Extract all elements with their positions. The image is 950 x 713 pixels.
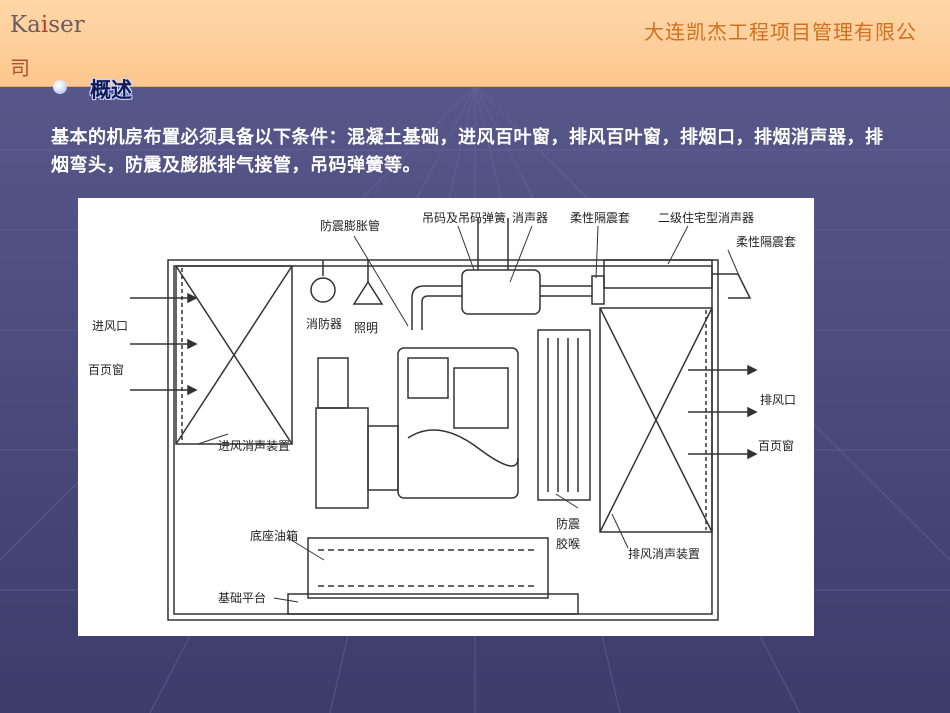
label-vibration: 防震 [556,516,580,531]
label-throat: 胶喉 [556,536,580,551]
label-foundation: 基础平台 [218,590,266,605]
label-muffler: 消声器 [512,211,548,225]
bullet-icon [53,80,67,94]
label-base-tank: 底座油箱 [250,528,298,543]
label-intake-silencer: 进风消声装置 [218,439,290,453]
section-paragraph: 基本的机房布置必须具备以下条件：混凝土基础，进风百叶窗，排风百叶窗，排烟口，排烟… [51,127,884,176]
label-louver-right: 百页窗 [758,439,794,453]
label-flex-1: 柔性隔震套 [570,211,630,225]
label-light: 照明 [354,321,378,335]
header-bar: Kaiser 司 大连凯杰工程项目管理有限公 [0,0,950,87]
label-secondary-muffler: 二级住宅型消声器 [658,210,754,225]
label-flex-2: 柔性隔震套 [736,235,796,249]
label-expansion: 防震膨胀管 [320,218,380,233]
company-name: 大连凯杰工程项目管理有限公 [644,20,917,44]
brand-wrap-text: 司 [10,56,30,80]
label-exhaust: 排风口 [760,393,796,407]
generator-room-diagram: 防震膨胀管 吊码及吊码弹簧 消声器 柔性隔震套 二级住宅型消声器 柔性隔震套 进… [78,198,814,636]
label-exhaust-silencer: 排风消声装置 [628,547,700,561]
brand-logo: Kaiser [10,12,85,38]
label-louver-left: 百页窗 [88,363,124,377]
label-intake: 进风口 [92,319,128,333]
label-hanger: 吊码及吊码弹簧 [422,210,506,225]
diagram-svg: 防震膨胀管 吊码及吊码弹簧 消声器 柔性隔震套 二级住宅型消声器 柔性隔震套 进… [88,210,796,621]
label-fire: 消防器 [306,316,342,331]
section-heading: 概述 [90,78,132,102]
